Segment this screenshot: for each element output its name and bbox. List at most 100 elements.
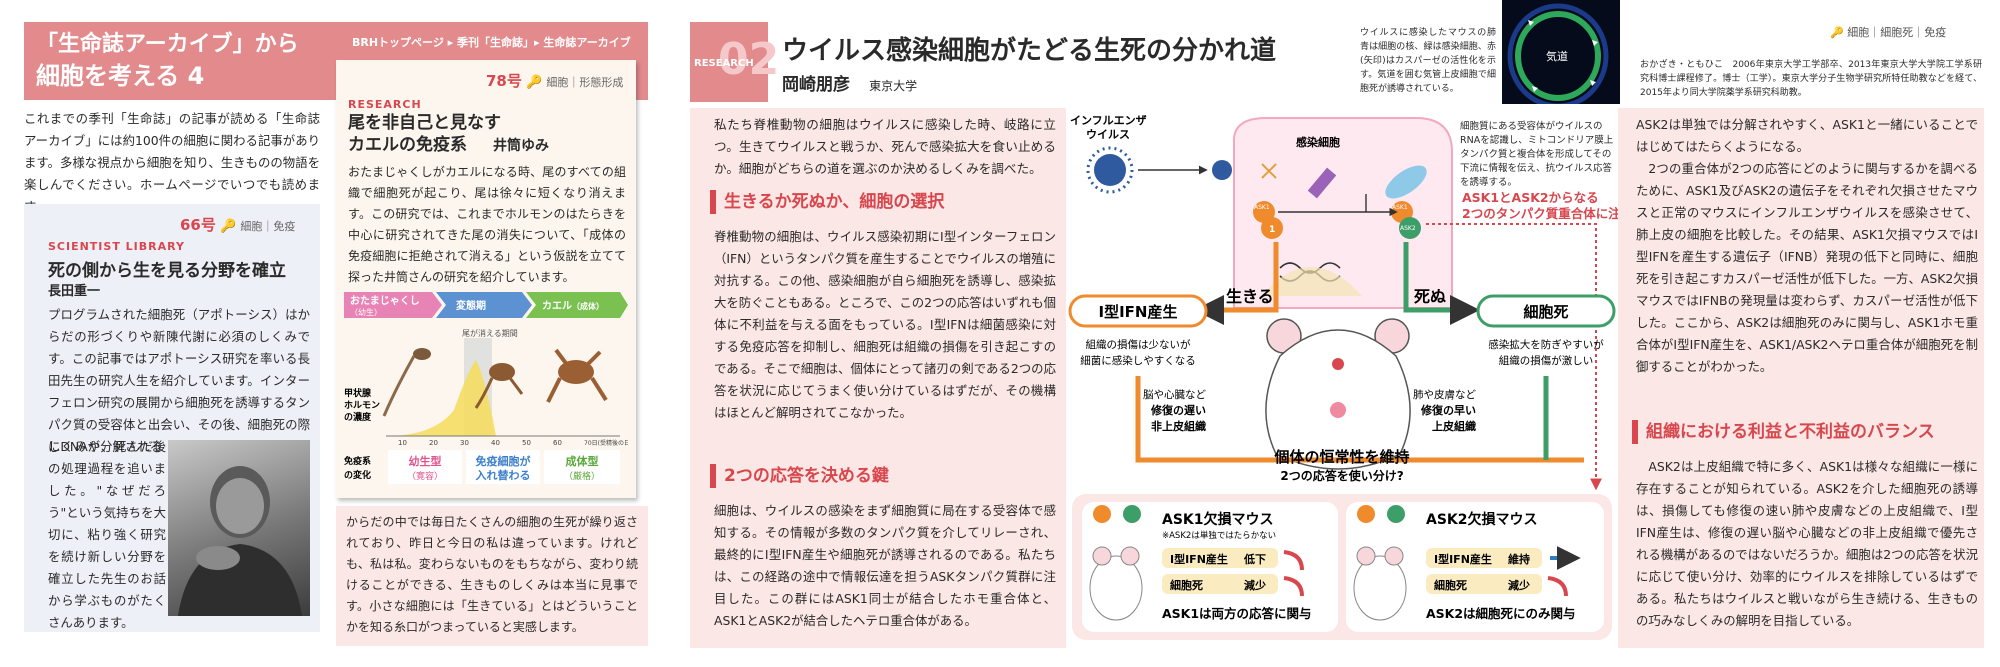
ask2-ko-r1: I型IFN産生 — [1434, 552, 1492, 566]
x-tick-label: 30 — [460, 439, 469, 447]
article-title-line2-text: カエルの免疫系 — [348, 135, 467, 155]
virus-icon — [1086, 146, 1134, 194]
receptor-note: 細胞質にある受容体がウイルスのRNAを認識し、ミトコンドリア膜上タンパク質と複合… — [1460, 121, 1614, 186]
tags-text: 細胞｜細胞死｜免疫 — [1847, 26, 1947, 39]
left-title: 「生命誌アーカイブ」から 細胞を考える 4 — [36, 30, 299, 92]
ask1-ko-r1v: 低下 — [1243, 552, 1266, 566]
breadcrumb[interactable]: BRHトップページ ▸ 季刊「生命誌」▸ 生命誌アーカイブ — [352, 36, 631, 49]
homeostasis-1: 個体の恒常性を維持 — [1273, 448, 1409, 466]
immune-cell-1 — [388, 450, 462, 484]
arrow-die — [1403, 242, 1480, 325]
immune-c3: 成体型 — [566, 454, 599, 468]
article-body-66-side: しくみや、死んだ後の処理過程を追いました。"なぜだろう"という気持ちを大切に、粘… — [48, 439, 166, 630]
ask1-label-b: ASK1 — [1392, 204, 1408, 211]
para-3: ASK2は単独では分解されやすく、ASK1と一緒にいることではじめてはたらくよう… — [1636, 117, 1978, 154]
x-tick-label: 40 — [491, 439, 500, 447]
death-desc-2: 組織の損傷が激しい — [1499, 354, 1594, 367]
highlight-2: 2つのタンパク質重合体に注目! — [1462, 206, 1618, 221]
tadpole-icon — [382, 348, 431, 417]
ask1-ko-row1-bg — [1162, 548, 1278, 568]
closing-text: からだの中では毎日たくさんの細胞の生死が繰り返されており、昨日と今日の私は違って… — [346, 515, 638, 634]
immune-cell-3 — [544, 450, 620, 484]
immune-row-label-2: の変化 — [344, 469, 371, 481]
ask2-ko-r2: 細胞死 — [1434, 578, 1467, 592]
ask1-ko-note: ※ASK2は単独ではたらかない — [1162, 530, 1276, 541]
airway-label: 気道 — [1546, 49, 1568, 63]
article-tags: 細胞｜免疫 — [240, 220, 296, 233]
y-label-3: の濃度 — [344, 411, 372, 423]
article-title-78[interactable]: 尾を非自己と見なす カエルの免疫系 井筒ゆみ — [348, 112, 549, 157]
rna-icon — [1261, 163, 1277, 179]
key-icon: 🔑 — [526, 75, 543, 90]
article-title-line2: カエルの免疫系 井筒ゆみ — [348, 134, 549, 157]
left-title-line2: 細胞を考える 4 — [36, 62, 205, 90]
article-title-66[interactable]: 死の側から生を見る分野を確立 — [48, 261, 286, 281]
froglet-icon — [474, 363, 524, 409]
arrow-live — [1194, 242, 1279, 325]
heading-3: 組織における利益と不利益のバランス — [1632, 420, 1935, 444]
tadpole-figure: おたまじゃくし （幼生） 変態期 カエル（成体） 尾が消える期間 甲状腺 ホルモ… — [344, 292, 628, 484]
right-tags: 🔑 細胞｜細胞死｜免疫 — [1830, 24, 1946, 40]
signal-arrow — [1278, 194, 1396, 212]
article-author-78: 井筒ゆみ — [493, 138, 549, 154]
infected-cell-label: 感染細胞 — [1296, 135, 1340, 149]
die-label: 死ぬ — [1414, 287, 1446, 306]
photo-caption: ウイルスに感染したマウスの肺 青は細胞の核、緑は感染細胞、赤(矢印)はカスパーゼ… — [1360, 28, 1496, 94]
ask1-homodimer: ASK1 1 — [1253, 201, 1283, 239]
immune-c2-2: 入れ替わる — [476, 468, 531, 482]
ask1-count-a: 1 — [1269, 225, 1275, 235]
author-bio: おかざき・ともひこ 2006年東京大学工学部卒、2013年東京大学大学院工学系研… — [1640, 60, 1982, 98]
research-kicker: RESEARCH — [694, 58, 754, 69]
para-5: ASK2は上皮組織で特に多く、ASK1は様々な組織に一様に存在することが知られて… — [1636, 459, 1978, 628]
kicker-scientist-library: SCIENTIST LIBRARY — [48, 240, 185, 253]
death-box — [1476, 294, 1616, 328]
ko-ask1-badge — [1093, 505, 1111, 523]
article-number-badge — [690, 22, 768, 102]
key-icon: 🔑 — [1830, 26, 1844, 39]
lung-1: 肺や皮膚など — [1413, 388, 1476, 401]
left-page: 「生命誌アーカイブ」から 細胞を考える 4 BRHトップページ ▸ 季刊「生命誌… — [0, 0, 660, 667]
article-body-66-top: プログラムされた細胞死（アポトーシス）はからだの形づくりや新陳代謝に必須のしくみ… — [48, 307, 310, 454]
heading-1: 生きるか死ぬか、細胞の選択 — [710, 190, 944, 214]
infected-cell — [1233, 117, 1453, 309]
y-label-1: 甲状腺 — [344, 387, 372, 399]
receptor-icon — [1307, 167, 1337, 199]
ask2-ko-row1-bg — [1426, 548, 1542, 568]
stage-label-1-sub: （幼生） — [350, 307, 382, 317]
virus-small-icon — [1212, 160, 1232, 180]
para-4: 2つの重合体が2つの応答にどのように関与するかを調べるために、ASK1及びASK… — [1636, 161, 1978, 374]
issue-78: 78号 🔑 細胞｜形態形成 — [486, 70, 623, 91]
para-2: 細胞は、ウイルスの感染をまず細胞質に局在する受容体で感知する。その情報が多数のタ… — [714, 503, 1056, 628]
ask2-ko-r2v: 減少 — [1508, 578, 1530, 592]
lead-text: 私たち脊椎動物の細胞はウイルスに感染した時、岐路に立つ。生きてウイルスと戦うか、… — [714, 117, 1056, 176]
x-tick-label: 10 — [398, 439, 407, 447]
live-label: 生きる — [1226, 287, 1274, 306]
brain-1: 脳や心臓など — [1143, 389, 1206, 401]
ask1-ko-foot: ASK1は両方の応答に関与 — [1162, 606, 1312, 621]
article-number: 02 — [718, 34, 780, 85]
issue-number: 66号 — [180, 216, 216, 234]
issue-66: 66号 🔑 細胞｜免疫 — [180, 214, 295, 235]
immune-c2-1: 免疫細胞が — [476, 454, 531, 468]
x-tick-label: 20 — [429, 439, 438, 447]
stage-label-1: おたまじゃくし — [350, 295, 420, 307]
author-name: 岡崎朋彦 — [782, 75, 850, 95]
receptor-note-box: 細胞質にある受容体がウイルスのRNAを認識し、ミトコンドリア膜上タンパク質と複合… — [1460, 121, 1614, 186]
down-arrow-icon — [1283, 550, 1304, 571]
ifn-label: I型IFN産生 — [1099, 303, 1178, 321]
virus-label-2: ウイルス — [1086, 128, 1130, 141]
mouse-illustration — [1265, 318, 1411, 470]
frog-icon — [546, 348, 608, 403]
ko-ask2-badge — [1123, 505, 1141, 523]
ask2-ko-r1v: 維持 — [1508, 552, 1530, 566]
ask1-ko-title: ASK1欠損マウス — [1162, 511, 1274, 528]
portrait-illustration — [178, 466, 302, 616]
article-title-line1: 尾を非自己と見なす — [348, 113, 501, 133]
article-body-78: おたまじゃくしがカエルになる時、尾のすべての組織で細胞死が起こり、尾は徐々に短く… — [348, 165, 626, 284]
ask2-ko-row2-bg — [1426, 574, 1542, 594]
ask1-ko-r2: 細胞死 — [1170, 578, 1203, 592]
x-tick-label: 70日(受精後の日数) — [584, 439, 628, 447]
immune-c1-sub: （寛容） — [407, 470, 443, 482]
virus-label-1: インフルエンザ — [1070, 114, 1147, 127]
stage-label-2: 変態期 — [456, 299, 486, 312]
